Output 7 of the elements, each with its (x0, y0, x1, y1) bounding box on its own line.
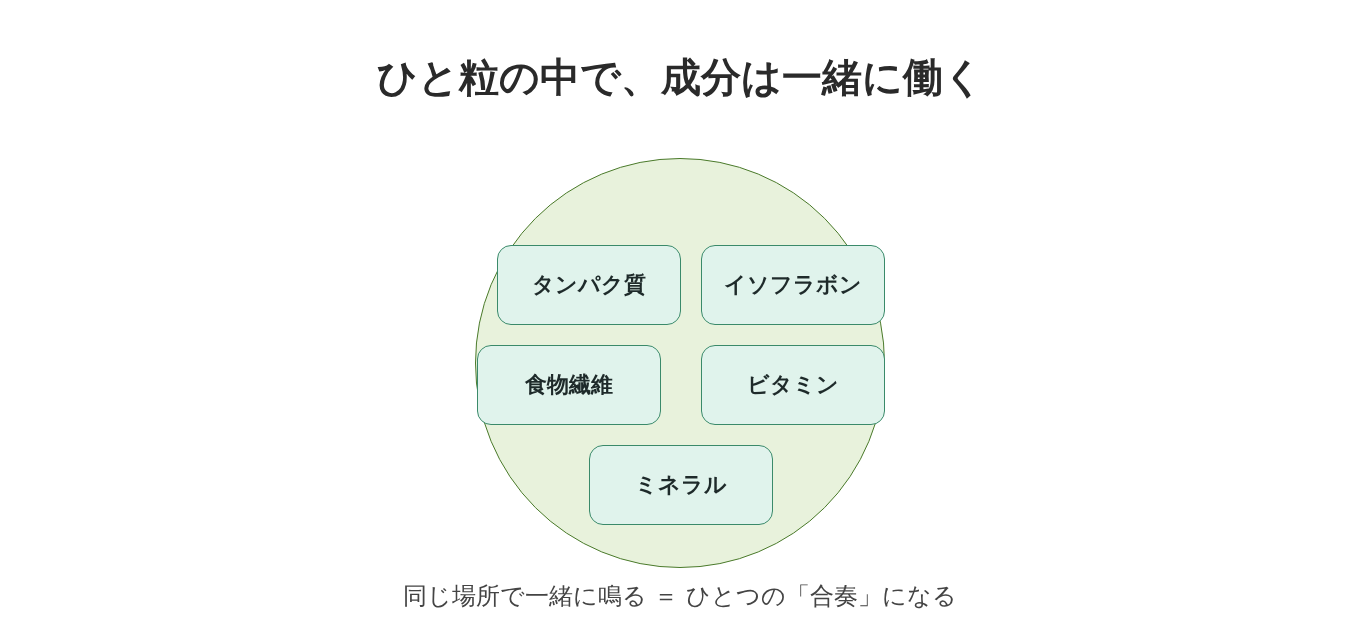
component-box: 食物繊維 (477, 345, 661, 425)
diagram-title: ひと粒の中で、成分は一緒に働く (376, 53, 984, 102)
component-box: タンパク質 (497, 245, 681, 325)
component-box: ミネラル (589, 445, 773, 525)
component-box: ビタミン (701, 345, 885, 425)
caption-text: 同じ場所で一緒に鳴る ＝ ひとつの「合奏」になる (402, 581, 958, 612)
component-box: イソフラボン (701, 245, 885, 325)
